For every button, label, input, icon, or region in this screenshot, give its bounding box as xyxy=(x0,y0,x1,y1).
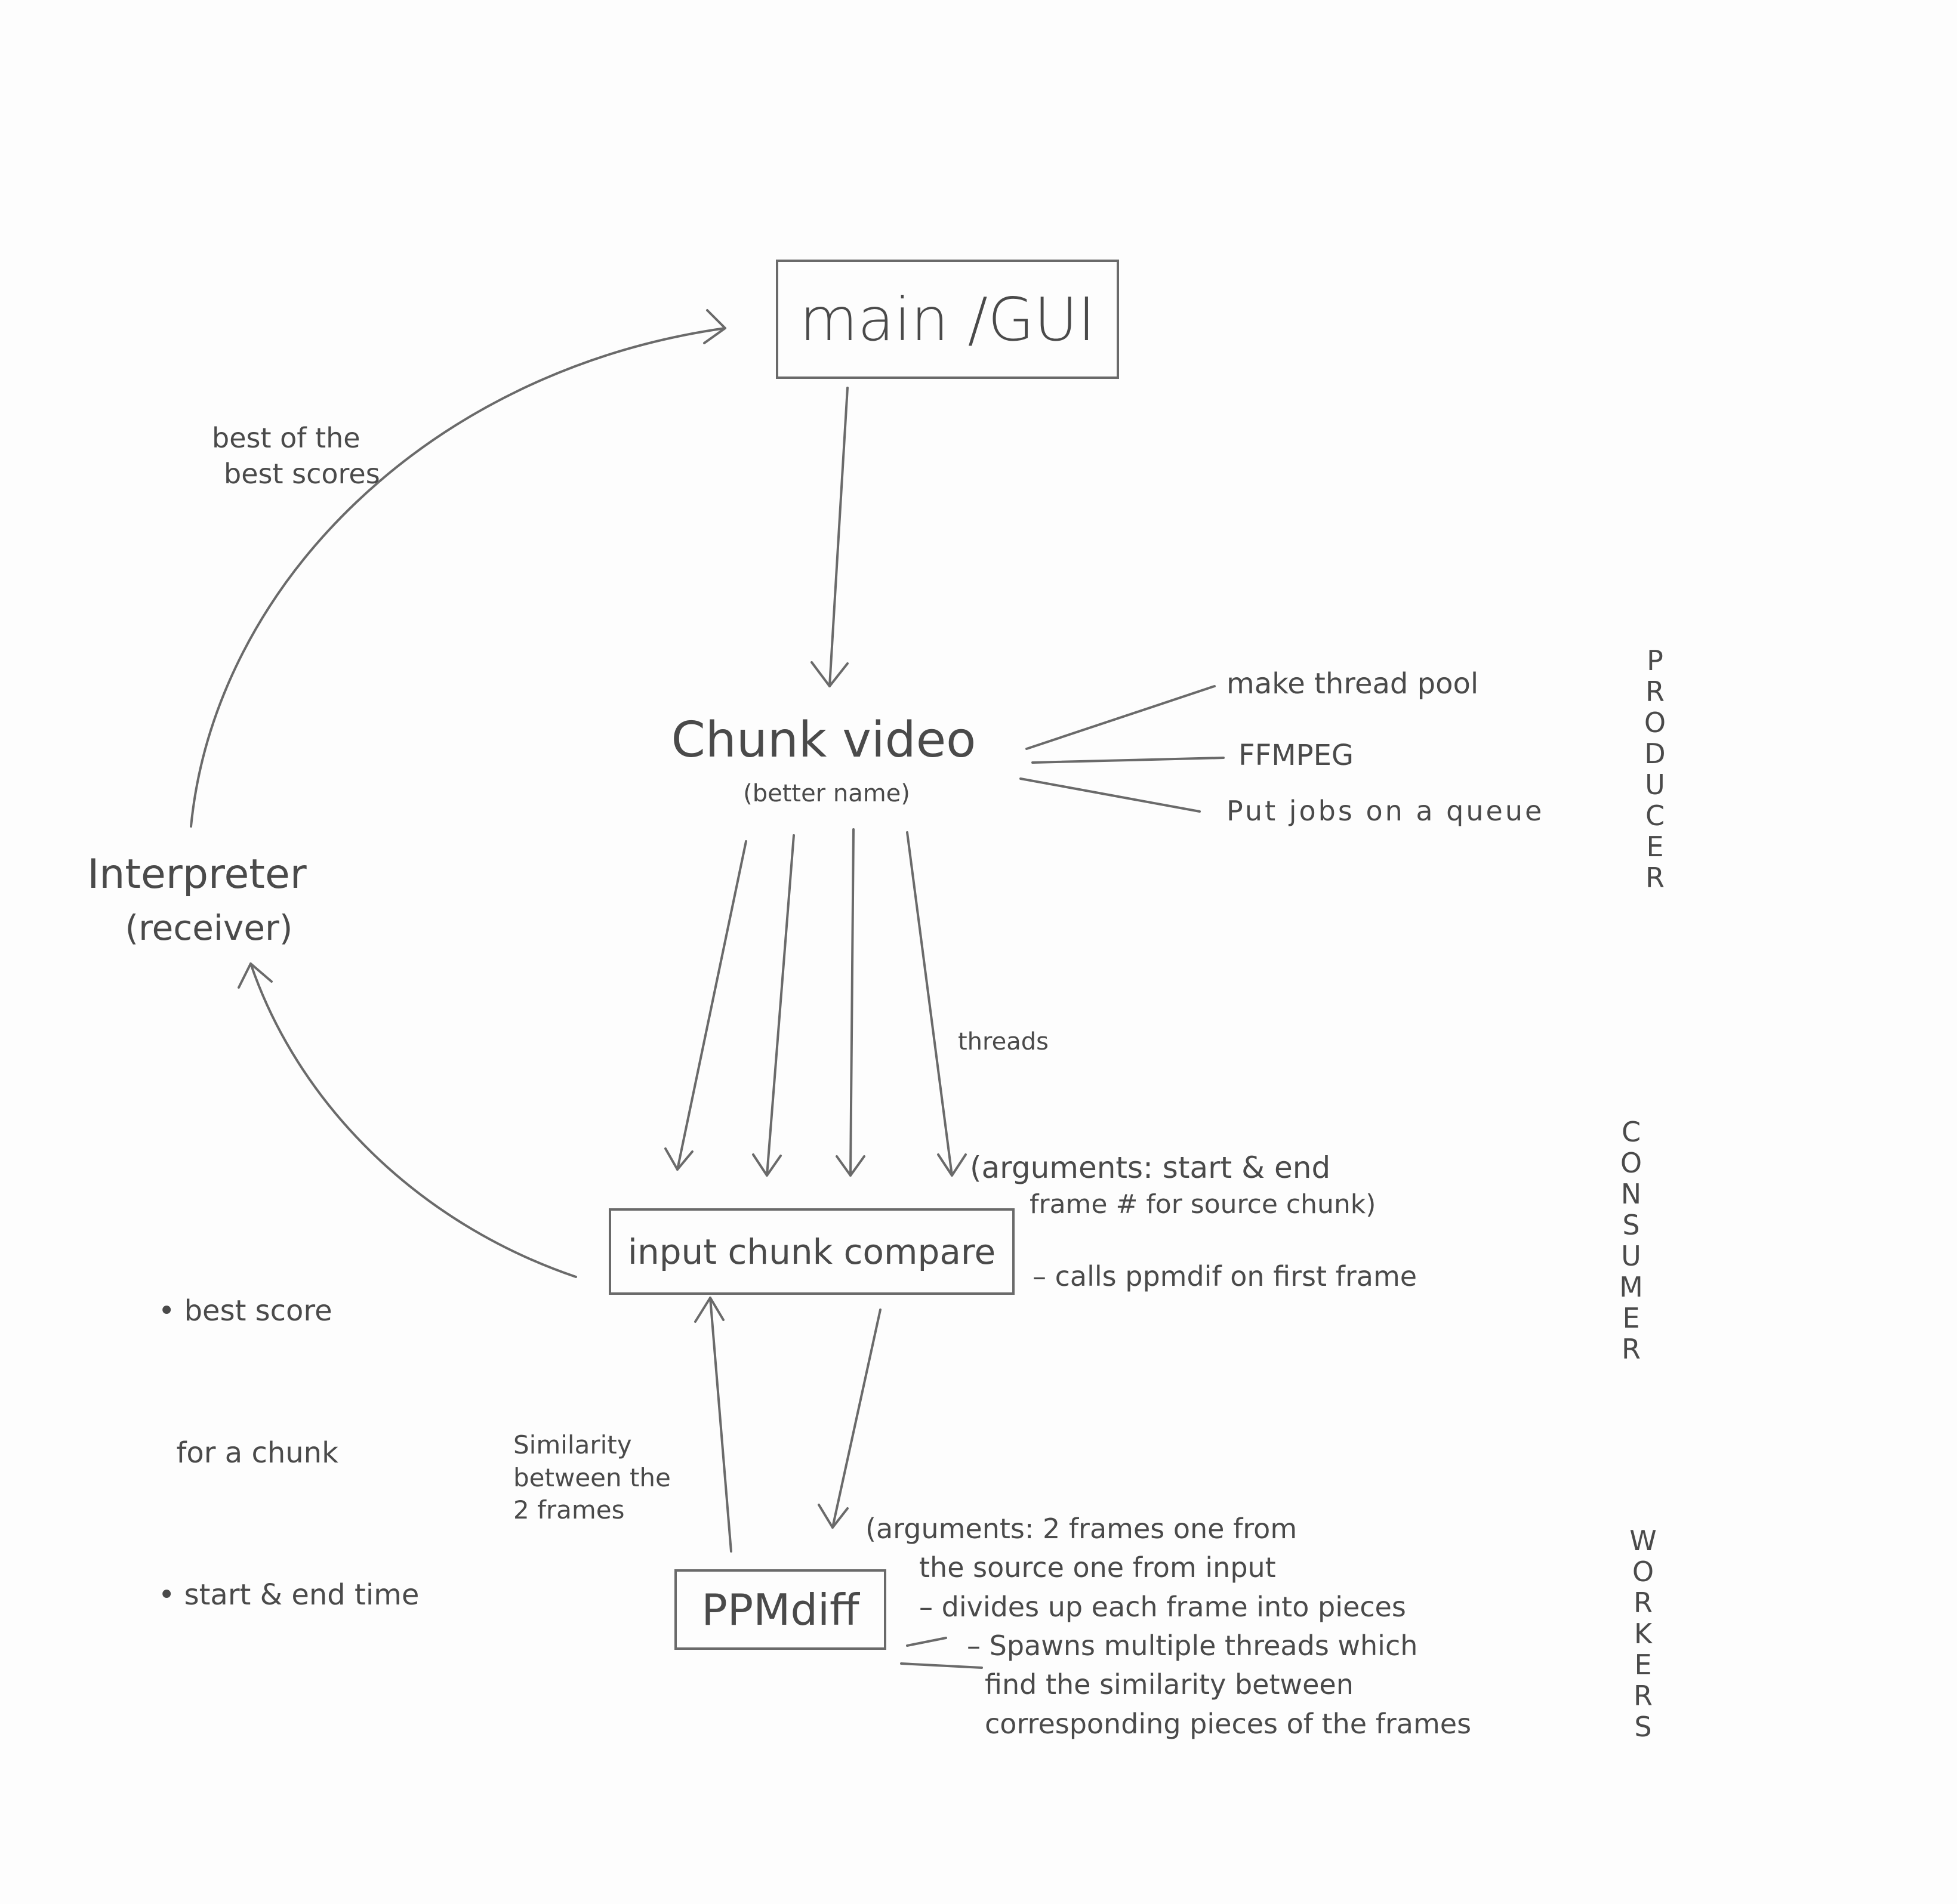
input-chunk-compare-box: input chunk compare xyxy=(609,1208,1015,1295)
interpreter-node: Interpreter xyxy=(72,847,322,901)
label-similarity-line-2: between the xyxy=(513,1462,671,1492)
arrowhead-compare-to-interpreter xyxy=(238,962,273,989)
worker-note-6: corresponding pieces of the frames xyxy=(985,1707,1472,1740)
consumer-note-1: (arguments: start & end xyxy=(970,1149,1330,1187)
label-best-of-best-line-1: best of the xyxy=(212,422,360,454)
arrowhead-thread-4 xyxy=(937,1153,967,1177)
label-similarity-line-3: 2 frames xyxy=(513,1495,625,1525)
arrow-interpreter-to-main xyxy=(190,327,726,828)
arrow-thread-2 xyxy=(766,834,795,1177)
chunk-video-node: Chunk video xyxy=(668,707,979,773)
side-label-consumer: CONSUMER xyxy=(1615,1116,1647,1364)
arrow-thread-4 xyxy=(906,831,953,1177)
arrowhead-thread-2 xyxy=(752,1153,782,1177)
interpreter-note: (receiver) xyxy=(107,904,310,952)
leader-ffmpeg xyxy=(1031,757,1225,764)
consumer-note-2: frame # for source chunk) xyxy=(1030,1187,1376,1221)
leader-divides xyxy=(906,1637,947,1647)
label-similarity-line-1: Similarity xyxy=(513,1430,632,1459)
arrowhead-ppmdiff-to-compare xyxy=(694,1297,725,1323)
input-chunk-compare-label: input chunk compare xyxy=(627,1231,996,1272)
main-gui-label: main /GUI xyxy=(799,284,1096,354)
side-label-workers: WORKERS xyxy=(1627,1525,1659,1742)
label-threads-text: threads xyxy=(958,1028,1049,1056)
interpreter-note-text: (receiver) xyxy=(125,908,293,948)
consumer-note-2-text: frame # for source chunk) xyxy=(1030,1189,1376,1220)
label-best-score-line-3: • start & end time xyxy=(158,1578,420,1612)
worker-notes: (arguments: 2 frames one from the source… xyxy=(865,1510,1471,1743)
side-label-consumer-text: CONSUMER xyxy=(1615,1116,1647,1364)
producer-note-2: FFMPEG xyxy=(1238,737,1354,774)
chunk-video-note-text: (better name) xyxy=(743,780,910,807)
arrow-compare-to-interpreter xyxy=(249,962,577,1278)
side-label-producer: PRODUCER xyxy=(1639,644,1671,893)
arrow-ppmdiff-to-compare xyxy=(709,1297,732,1553)
consumer-note-3: – calls ppmdif on first frame xyxy=(1033,1259,1417,1295)
label-best-score-line-1: • best score xyxy=(158,1294,332,1328)
arrowhead-thread-1 xyxy=(664,1147,694,1171)
ppmdiff-box: PPMdiff xyxy=(674,1569,886,1650)
ppmdiff-label: PPMdiff xyxy=(701,1584,859,1635)
chunk-video-note: (better name) xyxy=(728,776,925,811)
label-best-score-line-2: for a chunk xyxy=(158,1436,338,1470)
worker-note-3: – divides up each frame into pieces xyxy=(919,1590,1406,1623)
label-best-score: • best score for a chunk • start & end t… xyxy=(158,1193,419,1713)
label-similarity: Similarity between the 2 frames xyxy=(513,1429,671,1527)
side-label-workers-text: WORKERS xyxy=(1627,1525,1659,1742)
arrow-compare-to-ppmdiff xyxy=(831,1309,882,1529)
producer-note-3: Put jobs on a queue xyxy=(1226,794,1544,829)
label-best-of-best: best of the best scores xyxy=(212,421,380,492)
main-gui-box: main /GUI xyxy=(776,260,1119,379)
arrow-thread-1 xyxy=(676,840,747,1171)
side-label-producer-text: PRODUCER xyxy=(1639,644,1671,893)
arrowhead-interpreter-to-main xyxy=(703,309,726,344)
leader-thread-pool xyxy=(1025,685,1216,750)
leader-spawns xyxy=(900,1662,983,1669)
worker-note-1: (arguments: 2 frames one from xyxy=(865,1513,1298,1545)
worker-note-4: – Spawns multiple threads which xyxy=(967,1629,1418,1662)
leader-queue xyxy=(1019,777,1201,813)
arrowhead-compare-to-ppmdiff xyxy=(818,1504,849,1529)
label-best-of-best-line-2: best scores xyxy=(224,457,380,490)
arrow-thread-3 xyxy=(849,828,855,1177)
chunk-video-label: Chunk video xyxy=(671,711,976,769)
producer-note-1: make thread pool xyxy=(1226,665,1478,702)
arrowhead-main-to-chunk xyxy=(810,661,849,687)
arrowhead-thread-3 xyxy=(836,1155,865,1177)
arrow-main-to-chunk xyxy=(828,387,849,687)
producer-note-3-text: Put jobs on a queue xyxy=(1226,795,1545,827)
consumer-note-3-text: – calls ppmdif on first frame xyxy=(1033,1260,1417,1292)
producer-note-2-text: FFMPEG xyxy=(1238,739,1354,772)
worker-note-2: the source one from input xyxy=(919,1551,1276,1584)
label-threads: threads xyxy=(958,1026,1049,1057)
worker-note-5: find the similarity between xyxy=(985,1668,1354,1701)
interpreter-label: Interpreter xyxy=(87,850,307,898)
consumer-note-1-text: (arguments: start & end xyxy=(970,1150,1331,1185)
producer-note-1-text: make thread pool xyxy=(1226,667,1479,701)
